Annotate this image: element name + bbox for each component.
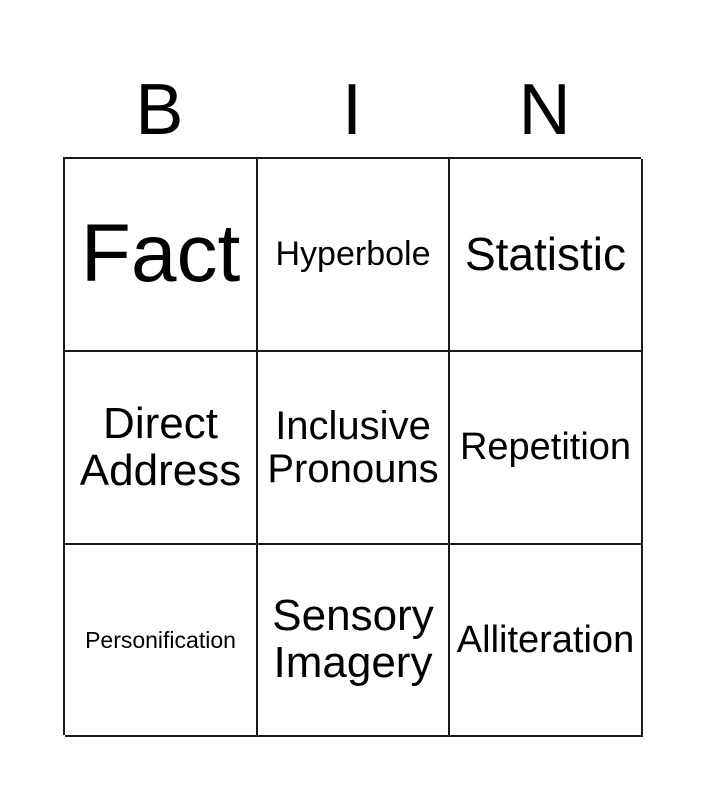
bingo-cell-label: Alliteration [456,618,635,661]
bingo-cell-r1c1[interactable]: Fact [65,159,258,352]
bingo-cell-label: Personification [85,626,236,653]
bingo-cell-r1c2[interactable]: Hyperbole [258,159,450,352]
bingo-cell-label: Direct Address [79,398,242,495]
bingo-cell-label: Fact [80,208,241,300]
bingo-cell-r3c2[interactable]: Sensory Imagery [258,545,450,737]
bingo-header-letter-i: I [342,69,363,150]
bingo-cell-r2c1[interactable]: Direct Address [65,352,258,545]
bingo-grid: Fact Hyperbole Statistic Direct Address … [63,157,643,737]
bingo-header-row: B I N [63,62,641,157]
bingo-cell-r2c2[interactable]: Inclusive Pronouns [258,352,450,545]
bingo-cell-r1c3[interactable]: Statistic [450,159,643,352]
bingo-header-letter-n: N [518,69,571,150]
bingo-cell-label: Inclusive Pronouns [267,404,439,491]
bingo-cell-r3c3[interactable]: Alliteration [450,545,643,737]
bingo-cell-label: Repetition [459,426,632,469]
bingo-header-letter-b: B [135,69,184,150]
bingo-cell-label: Statistic [464,228,627,281]
bingo-cell-r3c1[interactable]: Personification [65,545,258,737]
bingo-cell-label: Sensory Imagery [272,591,434,687]
bingo-cell-label: Hyperbole [275,235,431,274]
bingo-cell-r2c3[interactable]: Repetition [450,352,643,545]
